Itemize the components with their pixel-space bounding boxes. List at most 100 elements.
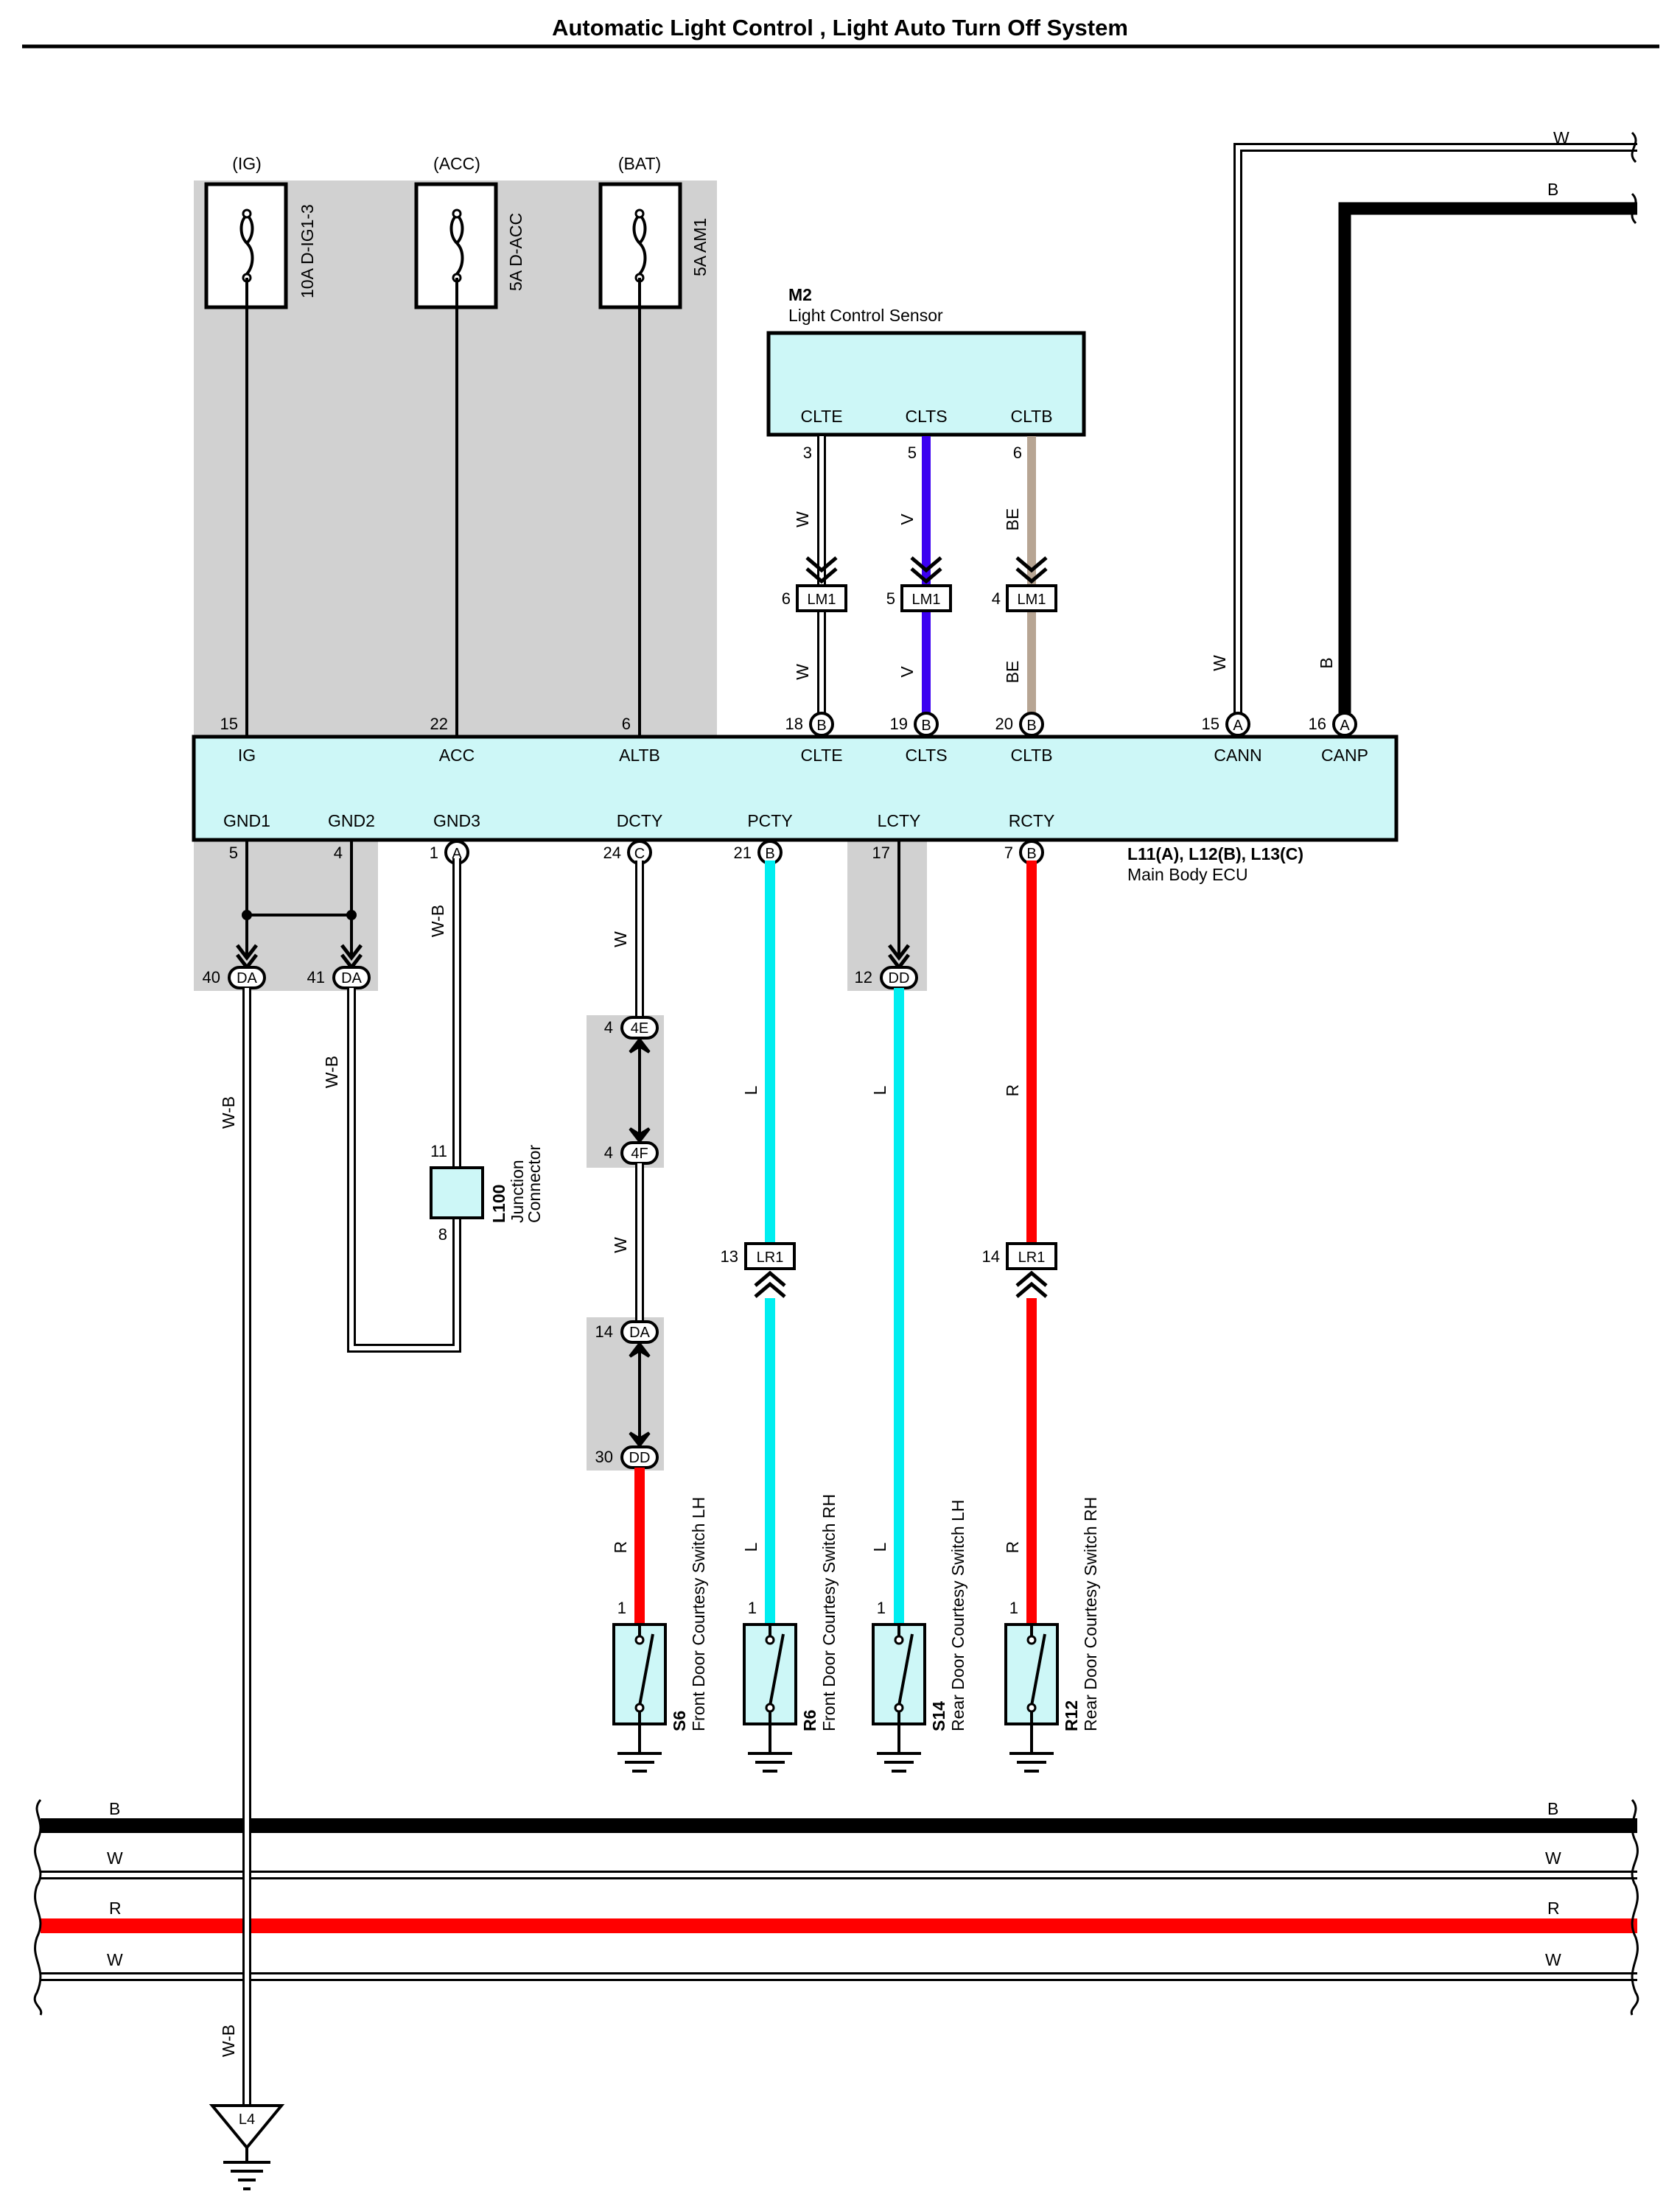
- switch-contact-top: [1026, 1635, 1037, 1645]
- fuse-acc: (ACC) 5A D-ACC: [414, 154, 525, 309]
- bus-right-w1: W: [1545, 1848, 1561, 1868]
- ecu-top-pin-clte: 18: [785, 715, 803, 733]
- ecu-bottom-pin-lcty: 17: [872, 844, 890, 862]
- switch-id: R12: [1062, 1700, 1081, 1731]
- bus-lines: B W R W B W R W: [33, 1799, 1639, 2016]
- junction-pin-8: 8: [438, 1225, 447, 1244]
- da40-code: DA: [237, 970, 257, 986]
- ecu-top-badge-cann: A: [1233, 718, 1243, 734]
- switch-blade: [897, 1633, 914, 1706]
- dcty-wire-mid-label: W: [611, 1237, 630, 1253]
- junction-pin-11: 11: [430, 1142, 447, 1160]
- switch-id: R6: [800, 1710, 819, 1731]
- lcty-wire-upper-label: L: [870, 1085, 889, 1095]
- ecu-bottom-badge-gnd3: A: [452, 846, 462, 862]
- pcty-chain: L LR1 13 L: [721, 861, 796, 1625]
- switch-pin: 1: [617, 1599, 626, 1617]
- bus-left-b: B: [109, 1799, 120, 1818]
- ecu-top-pin-ig: 15: [220, 715, 238, 733]
- ecu-terminal-acc: ACC: [439, 746, 475, 765]
- conn-da14-pin: 14: [595, 1322, 613, 1341]
- switch-blade: [638, 1633, 654, 1706]
- sensor-wire-w-lower: W: [793, 664, 812, 680]
- sensor-wire-v-lower: V: [897, 666, 917, 678]
- junction-name2: Connector: [525, 1145, 544, 1223]
- lcty-wire-lower-label: L: [870, 1542, 889, 1552]
- switch-pin: 1: [1009, 1599, 1018, 1617]
- dcty-chain: W 4E 4 4F 4 W DA 14 DD 30 R: [595, 861, 659, 1625]
- pcty-wire-upper-label: L: [741, 1085, 760, 1095]
- ecu-terminal-pcty: PCTY: [747, 811, 792, 830]
- dcty-wire-upper-label: W: [611, 931, 630, 947]
- can-wire-w-label: W: [1553, 128, 1569, 147]
- rcty-wire-upper-label: R: [1003, 1084, 1022, 1097]
- ecu-top-pin-cann: 15: [1202, 715, 1219, 733]
- ecu-top-badge-ring-cltb: [1019, 712, 1044, 737]
- switch-pin: 1: [748, 1599, 757, 1617]
- ecu-bottom-pin-dcty: 24: [603, 844, 621, 862]
- switch-name: Front Door Courtesy Switch RH: [819, 1494, 839, 1731]
- sensor-wires: W V BE W V BE: [793, 436, 1036, 718]
- ecu-terminal-lcty: LCTY: [878, 811, 921, 830]
- light-control-sensor: M2 Light Control Sensor CLTE CLTS CLTB 3…: [766, 285, 1086, 462]
- fuse-acc-source: (ACC): [433, 154, 480, 173]
- switch-id: S14: [929, 1701, 948, 1731]
- ecu-bottom-badge-rcty: B: [1026, 846, 1036, 862]
- ecu-name: Main Body ECU: [1127, 865, 1248, 884]
- ecu-bottom-pin-pcty: 21: [734, 844, 752, 862]
- sensor-terminal-clts: CLTS: [905, 407, 947, 426]
- lm1-pin-6: 6: [782, 589, 791, 608]
- conn-dd30-pin: 30: [595, 1448, 613, 1466]
- ground-id: L4: [239, 2111, 255, 2128]
- rcty-wire-lower-label: R: [1003, 1541, 1022, 1554]
- wb-label-2: W-B: [219, 2025, 238, 2057]
- junction-loop: W-B W-B 11 8 L100 Junction Connector: [322, 858, 544, 1353]
- lr13-pin: 13: [721, 1247, 738, 1266]
- da41-code: DA: [341, 970, 362, 986]
- can-wire-w-vertical-label: W: [1210, 655, 1229, 671]
- gnd2-wb-label: W-B: [322, 1056, 341, 1088]
- sensor-terminal-cltb: CLTB: [1010, 407, 1052, 426]
- switch-name: Front Door Courtesy Switch LH: [689, 1497, 708, 1731]
- lr13-code: LR1: [757, 1250, 784, 1266]
- switch-blade: [769, 1633, 785, 1706]
- ecu-top-badge-ring-clts: [914, 712, 939, 737]
- switch-pin: 1: [877, 1599, 886, 1617]
- fuse-acc-rating: 5A D-ACC: [506, 213, 525, 291]
- junction-connector-box: [430, 1166, 484, 1219]
- switch-id: S6: [670, 1711, 689, 1731]
- ecu-top-pin-clts: 19: [890, 715, 908, 733]
- ecu-top-badge-clts: B: [921, 718, 931, 734]
- ecu-top-pin-cltb: 20: [995, 715, 1013, 733]
- conn-4f-code: 4F: [631, 1146, 648, 1162]
- switch-name: Rear Door Courtesy Switch RH: [1081, 1497, 1100, 1731]
- sensor-pin-3: 3: [803, 444, 812, 462]
- ecu-terminal-dcty: DCTY: [617, 811, 663, 830]
- ecu-top-badge-canp: A: [1340, 718, 1350, 734]
- conn-4f-pin: 4: [604, 1143, 613, 1162]
- fuse-ig-rating: 10A D-IG1-3: [298, 204, 317, 298]
- bus-left-w1: W: [107, 1848, 123, 1868]
- lm1-code-c: LM1: [1018, 592, 1046, 608]
- ecu-top-badge-ring-canp: [1332, 712, 1357, 737]
- bus-right-r: R: [1547, 1899, 1560, 1918]
- ecu-terminal-altb: ALTB: [619, 746, 660, 765]
- ecu-top-badge-cltb: B: [1026, 718, 1036, 734]
- fuse-ig: (IG) 10A D-IG1-3: [204, 154, 317, 309]
- wb-label-1: W-B: [219, 1096, 238, 1129]
- ecu-terminal-canp: CANP: [1321, 746, 1368, 765]
- conn-da14-code: DA: [629, 1325, 650, 1341]
- bus-right-b: B: [1547, 1799, 1558, 1818]
- conn-dd30-code: DD: [629, 1450, 651, 1466]
- lm1-code-a: LM1: [808, 592, 836, 608]
- sensor-pin-6: 6: [1013, 444, 1022, 462]
- sensor-name: Light Control Sensor: [788, 306, 943, 325]
- ecu-terminal-cltb: CLTB: [1010, 746, 1052, 765]
- ecu-bottom-badge-pcty: B: [765, 846, 774, 862]
- sensor-wire-be-upper: BE: [1003, 508, 1022, 531]
